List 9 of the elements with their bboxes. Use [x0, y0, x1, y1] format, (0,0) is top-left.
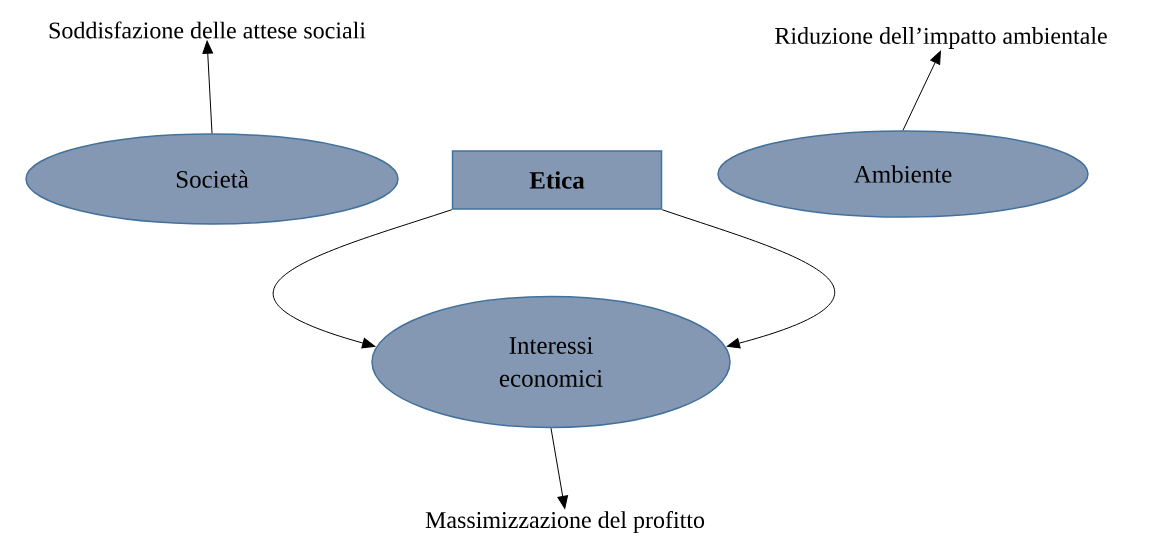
arrow	[202, 40, 214, 134]
arrow	[272, 209, 453, 349]
outcome-text: Riduzione dell’impatto ambientale	[775, 27, 1107, 49]
arrow	[550, 427, 569, 509]
outcome-text: Soddisfazione delle attese sociali	[49, 21, 366, 39]
arrow	[902, 50, 941, 131]
outcome-text: Massimizzazione del profitto	[425, 511, 705, 533]
arrow	[661, 209, 836, 349]
central-box: Etica	[451, 150, 663, 210]
